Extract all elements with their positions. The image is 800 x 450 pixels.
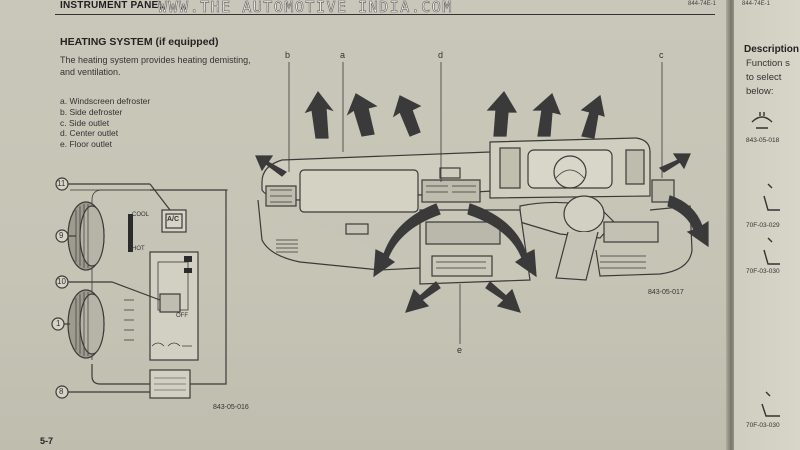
label-hot: HOT bbox=[132, 246, 145, 252]
right-page-title: Description bbox=[744, 44, 800, 55]
book-gutter bbox=[726, 0, 736, 450]
right-page-line: to select bbox=[746, 72, 782, 83]
dashboard-drawing bbox=[255, 62, 709, 344]
label-a: a bbox=[340, 50, 346, 60]
header-rule bbox=[55, 0, 715, 15]
legend-item: e. Floor outlet bbox=[60, 139, 112, 150]
legend-item: c. Side outlet bbox=[60, 117, 110, 128]
intro-paragraph: The heating system provides heating demi… bbox=[60, 55, 251, 77]
label-b: b bbox=[285, 50, 291, 60]
callout-1: 1 bbox=[56, 319, 61, 328]
right-page-code: 70F-03-029 bbox=[746, 222, 780, 229]
label-cool: COOL bbox=[132, 212, 150, 218]
label-c: c bbox=[659, 50, 664, 60]
legend-item: a. Windscreen defroster bbox=[60, 96, 151, 106]
right-page-line: Function s bbox=[746, 58, 790, 69]
label-e: e bbox=[457, 345, 463, 355]
right-page-code: 70F-03-030 bbox=[746, 422, 780, 429]
manual-right-page bbox=[734, 0, 800, 450]
page-number: 5-7 bbox=[40, 436, 54, 446]
right-page-line: below: bbox=[746, 86, 774, 97]
figure-code-right: 843-05-017 bbox=[648, 289, 684, 296]
outlet-legend: a. Windscreen defroster b. Side defroste… bbox=[60, 96, 150, 150]
legend-item: b. Side defroster bbox=[60, 106, 123, 117]
header-page-code: 844-74E-1 bbox=[688, 1, 717, 7]
figure-code-left: 843-05-016 bbox=[213, 404, 249, 411]
watermark-text: WWW.THE AUTOMOTIVE INDIA.COM bbox=[158, 0, 453, 16]
callout-11: 11 bbox=[57, 179, 66, 188]
label-off: OFF bbox=[176, 313, 188, 319]
heater-control-panel-drawing bbox=[51, 177, 228, 399]
callout-9: 9 bbox=[59, 231, 64, 240]
callout-8: 8 bbox=[59, 387, 64, 396]
ac-button-label: A/C bbox=[167, 216, 180, 223]
right-page-code: 843-05-018 bbox=[746, 137, 780, 144]
label-d: d bbox=[438, 50, 444, 60]
header-section-title: INSTRUMENT PANEL bbox=[60, 0, 165, 11]
header-page-code-right: 844-74E-1 bbox=[742, 1, 771, 7]
right-page-code: 70F-03-030 bbox=[746, 268, 780, 275]
legend-item: d. Center outlet bbox=[60, 128, 119, 139]
callout-10: 10 bbox=[57, 277, 66, 286]
section-title: HEATING SYSTEM (if equipped) bbox=[60, 36, 219, 48]
